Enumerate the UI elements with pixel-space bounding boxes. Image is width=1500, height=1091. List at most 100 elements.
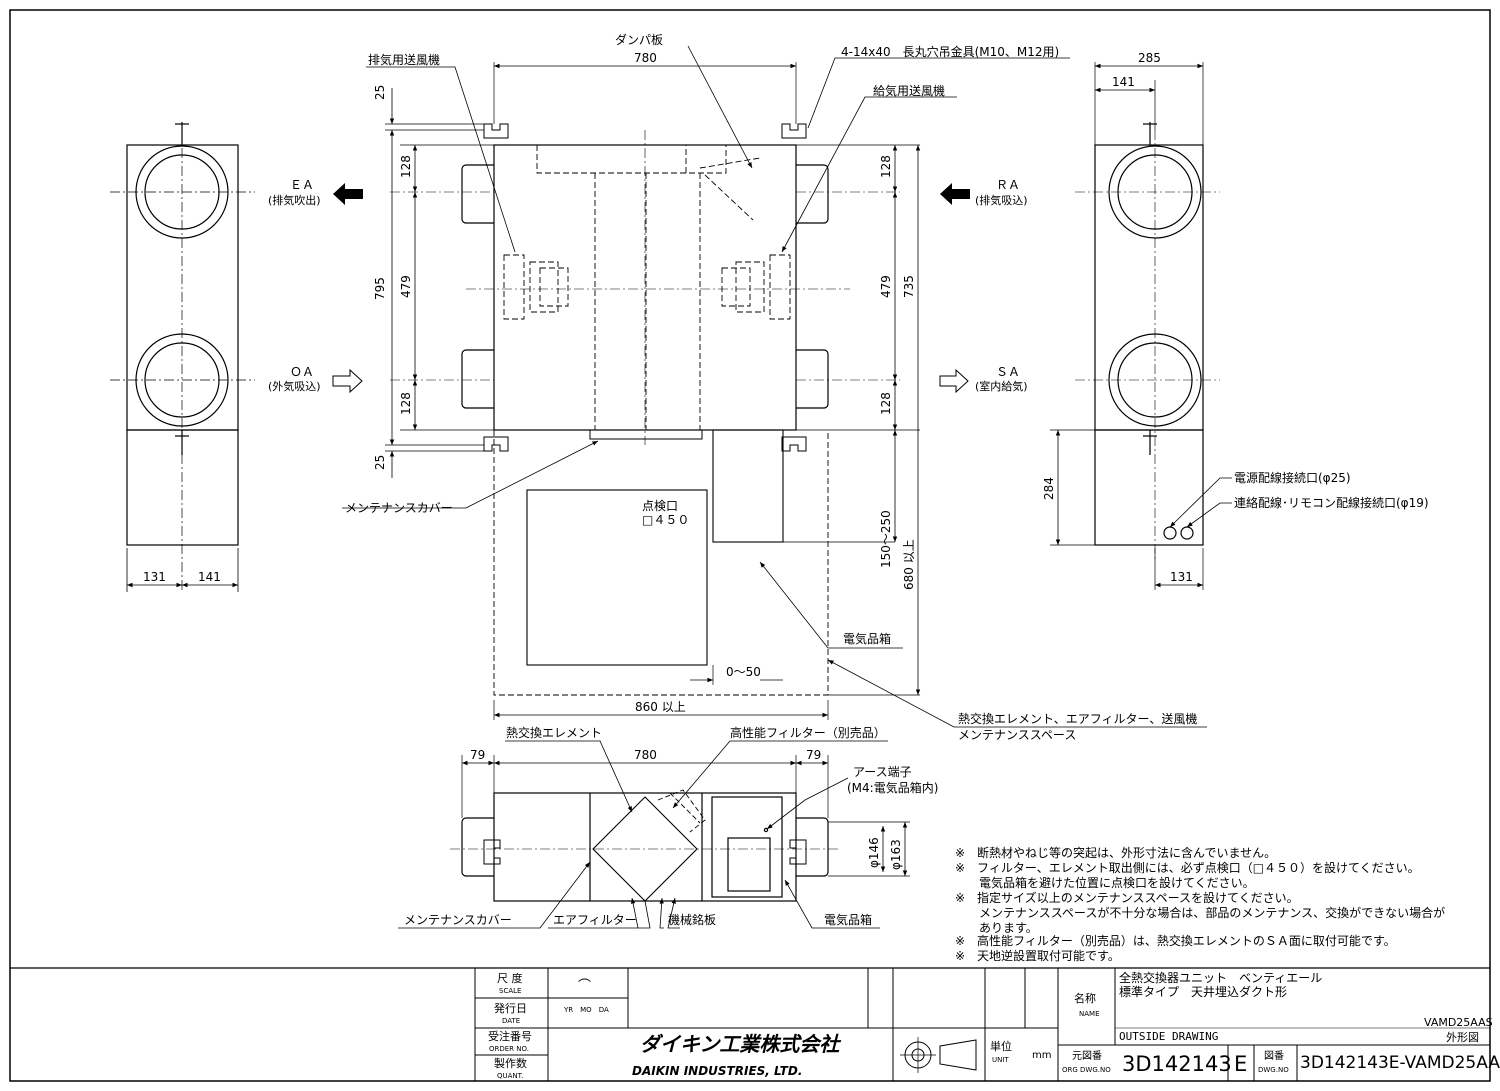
org-number: 3D142143 (1122, 1052, 1232, 1076)
ea-sub-label: (排気吹出) (268, 193, 321, 207)
right-side-view (1050, 62, 1232, 590)
dim-780-top: 780 (634, 51, 657, 65)
dwg-number: 3D142143E-VAMD25AAS (1300, 1053, 1500, 1073)
maint-space-label-2: メンテナンススペース (958, 728, 1076, 742)
order-jp: 受注番号 (488, 1029, 532, 1043)
left-side-view (110, 122, 255, 592)
ra-arrow-icon (940, 183, 970, 205)
note-line: メンテナンススペースが不十分な場合は、部品のメンテナンス、交換ができない場合が (955, 905, 1445, 920)
drawing-type: 外形図 (1446, 1031, 1479, 1044)
ea-label: ＥＡ (290, 178, 314, 192)
ra-sub-label: (排気吸込) (975, 193, 1028, 207)
nameplate-label: 機械銘板 (668, 912, 716, 927)
supply-fan-label: 給気用送風機 (873, 83, 945, 98)
dwg-en: DWG.NO (1258, 1066, 1289, 1074)
dim-284: 284 (1042, 477, 1056, 500)
unit-jp: 単位 (990, 1039, 1012, 1053)
dim-285: 285 (1138, 51, 1161, 65)
dim-479-b: 479 (879, 275, 893, 298)
date-jp: 発行日 (494, 1001, 527, 1015)
note-line: ※ 指定サイズ以上のメンテナンススペースを設けてください。 (955, 890, 1299, 905)
dim-128-b: 128 (399, 392, 413, 415)
unit-en: UNIT (992, 1056, 1009, 1064)
product-name-line1: 全熱交換器ユニット ベンティエール (1119, 970, 1322, 985)
earth-label: アース端子 (853, 765, 912, 779)
org-jp: 元図番 (1072, 1050, 1102, 1062)
air-filter-label: エアフィルター (553, 913, 637, 927)
dim-735: 735 (902, 275, 916, 298)
product-name-line2: 標準タイプ 天井埋込ダクト形 (1119, 984, 1287, 999)
notes: ※ 断熱材やねじ等の突起は、外形寸法に含んでいません。 ※ フィルター、エレメン… (955, 845, 1445, 963)
dim-141-right: 141 (1112, 75, 1135, 89)
note-line: ※ 断熱材やねじ等の突起は、外形寸法に含んでいません。 (955, 845, 1276, 860)
note-line: 電気品箱を避けた位置に点検口を設けてください。 (955, 875, 1255, 890)
ra-label: ＲＡ (996, 178, 1020, 192)
hanger-label: 4-14x40 長丸穴吊金具(M10、M12用) (841, 44, 1059, 59)
note-line: ※ 天地逆設置取付可能です。 (955, 948, 1120, 963)
elec-box-bottom-label: 電気品箱 (824, 912, 872, 927)
sa-label: ＳＡ (996, 365, 1020, 379)
maint-cover-bottom-label: メンテナンスカバー (404, 913, 512, 927)
order-en: ORDER NO. (489, 1045, 529, 1053)
maint-space-label-1: 熱交換エレメント、エアフィルター、送風機 (958, 711, 1197, 726)
scale-value: ⌒ (578, 979, 591, 994)
dim-25-top: 25 (373, 85, 387, 100)
hi-filter-label: 高性能フィルター（別売品） (730, 725, 886, 740)
exhaust-fan-label: 排気用送風機 (368, 52, 440, 67)
dim-128-c: 128 (879, 155, 893, 178)
org-en: ORG DWG.NO (1062, 1066, 1111, 1074)
sa-arrow-icon (939, 368, 969, 394)
elec-box-label: 電気品箱 (843, 631, 891, 646)
sa-sub-label: (室内給気) (975, 379, 1028, 393)
dwg-jp: 図番 (1264, 1050, 1284, 1062)
dim-860: 860 以上 (635, 700, 686, 714)
dim-780-bottom: 780 (634, 748, 657, 762)
dim-131-right: 131 (1170, 570, 1193, 584)
dim-79-right: 79 (806, 748, 821, 762)
dim-680: 680 以上 (902, 539, 916, 590)
name-en: NAME (1079, 1010, 1100, 1018)
date-fields: YR MO DA (563, 1006, 609, 1014)
title-block (10, 967, 1490, 1081)
scale-en: SCALE (499, 987, 521, 995)
dim-phi163: φ163 (889, 839, 903, 870)
oa-sub-label: (外気吸込) (268, 379, 321, 393)
dim-128-d: 128 (879, 392, 893, 415)
dim-128-a: 128 (399, 155, 413, 178)
comm-port-label: 連絡配線･リモコン配線接続口(φ19) (1234, 495, 1429, 510)
dim-795: 795 (373, 277, 387, 300)
scale-jp: 尺 度 (497, 971, 523, 985)
damper-label: ダンパ板 (615, 32, 663, 47)
note-line: あります。 (955, 921, 1038, 935)
ea-arrow-icon (333, 183, 363, 205)
date-en: DATE (502, 1017, 520, 1025)
company-logo-en: DAIKIN INDUSTRIES, LTD. (632, 1064, 802, 1078)
heat-element-label: 熱交換エレメント (506, 725, 602, 740)
dim-131-left: 131 (143, 570, 166, 584)
unit-value: mm (1032, 1050, 1051, 1061)
company-logo-jp: ダイキン工業株式会社 (640, 1032, 841, 1056)
dim-25-bottom: 25 (373, 455, 387, 470)
maint-cover-label: メンテナンスカバー (345, 501, 453, 515)
note-line: ※ 高性能フィルター（別売品）は、熱交換エレメントのＳＡ面に取付可能です。 (955, 933, 1396, 948)
plan-view (342, 45, 1207, 728)
dim-479-a: 479 (399, 275, 413, 298)
dim-0-50: 0～50 (726, 665, 761, 679)
sheet-border (9, 9, 1491, 1082)
revision: E (1234, 1052, 1247, 1076)
quant-en: QUANT. (497, 1072, 523, 1080)
inspection-size-label: □４５０ (642, 513, 689, 527)
dim-141-left: 141 (198, 570, 221, 584)
dim-150-250: 150～250 (879, 510, 893, 568)
earth-sub-label: (M4:電気品箱内) (847, 780, 938, 795)
note-line: ※ フィルター、エレメント取出側には、必ず点検口（□４５０）を設けてください。 (955, 860, 1420, 875)
outside-drawing: OUTSIDE DRAWING (1119, 1030, 1218, 1043)
inspection-label: 点検口 (642, 499, 678, 513)
dim-phi146: φ146 (867, 837, 881, 868)
oa-label: ＯＡ (290, 365, 314, 379)
model-number: VAMD25AAS (1424, 1016, 1493, 1029)
quant-jp: 製作数 (494, 1056, 527, 1070)
name-jp: 名称 (1074, 991, 1096, 1005)
front-view (398, 740, 910, 929)
